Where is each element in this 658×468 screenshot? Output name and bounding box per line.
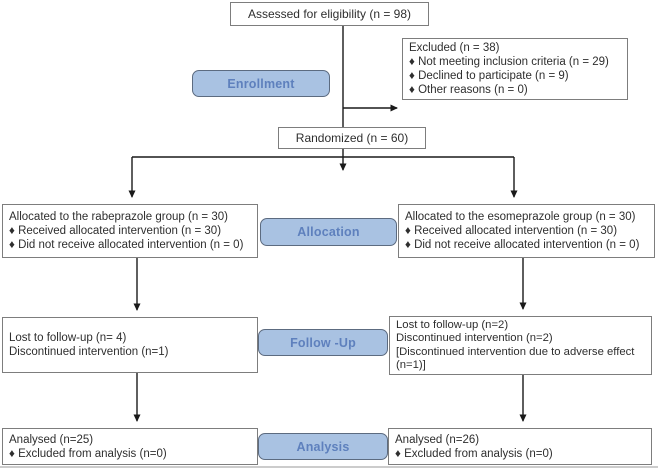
allocation-left-box: Allocated to the rabeprazole group (n = … xyxy=(2,204,258,258)
analysis-right-box: Analysed (n=26) ♦ Excluded from analysis… xyxy=(388,428,652,465)
stage-label-followup: Follow -Up xyxy=(258,329,388,356)
followup-left-box: Lost to follow-up (n= 4) Discontinued in… xyxy=(2,317,258,373)
analysis-left-box: Analysed (n=25) ♦ Excluded from analysis… xyxy=(2,428,258,465)
allocation-right-title: Allocated to the esomeprazole group (n =… xyxy=(405,211,636,223)
randomized-text: Randomized (n = 60) xyxy=(295,131,409,145)
followup-right-line-3: [Discontinued intervention due to advers… xyxy=(396,345,635,358)
excluded-title: Excluded (n = 38) xyxy=(409,42,500,54)
followup-right-box: Lost to follow-up (n=2) Discontinued int… xyxy=(389,316,652,375)
followup-right-line-2: Discontinued intervention (n=2) xyxy=(396,332,553,344)
followup-left-line-1: Lost to follow-up (n= 4) xyxy=(9,332,127,344)
allocation-right-item-2: ♦ Did not receive allocated intervention… xyxy=(405,239,640,251)
assessed-eligibility-text: Assessed for eligibility (n = 98) xyxy=(247,7,412,21)
stage-label-followup-text: Follow -Up xyxy=(290,335,356,350)
analysis-left-line-1: Analysed (n=25) xyxy=(9,433,94,446)
analysis-right-line-2: ♦ Excluded from analysis (n=0) xyxy=(395,447,553,460)
followup-right-line-1: Lost to follow-up (n=2) xyxy=(396,318,509,331)
allocation-right-box: Allocated to the esomeprazole group (n =… xyxy=(398,204,655,258)
allocation-left-item-2: ♦ Did not receive allocated intervention… xyxy=(9,239,244,251)
excluded-item-1: ♦ Not meeting inclusion criteria (n = 29… xyxy=(409,56,609,68)
followup-right-line-4: (n=1)] xyxy=(396,359,426,371)
followup-left-line-2: Discontinued intervention (n=1) xyxy=(9,346,169,358)
figure-bottom-rule xyxy=(0,466,658,468)
stage-label-allocation-text: Allocation xyxy=(297,225,360,239)
excluded-box: Excluded (n = 38) ♦ Not meeting inclusio… xyxy=(402,38,628,100)
stage-label-allocation: Allocation xyxy=(260,218,397,246)
allocation-left-title: Allocated to the rabeprazole group (n = … xyxy=(9,211,228,223)
randomized-box: Randomized (n = 60) xyxy=(278,127,426,149)
excluded-item-2: ♦ Declined to participate (n = 9) xyxy=(409,70,569,82)
excluded-item-3: ♦ Other reasons (n = 0) xyxy=(409,84,528,96)
stage-label-analysis-text: Analysis xyxy=(296,439,350,454)
stage-label-enrollment-text: Enrollment xyxy=(227,76,295,91)
allocation-right-item-1: ♦ Received allocated intervention (n = 3… xyxy=(405,225,618,237)
stage-label-analysis: Analysis xyxy=(258,433,388,460)
allocation-left-item-1: ♦ Received allocated intervention (n = 3… xyxy=(9,225,222,237)
analysis-right-line-1: Analysed (n=26) xyxy=(395,433,480,446)
stage-label-enrollment: Enrollment xyxy=(192,70,330,97)
assessed-eligibility-box: Assessed for eligibility (n = 98) xyxy=(230,2,429,26)
analysis-left-line-2: ♦ Excluded from analysis (n=0) xyxy=(9,447,167,460)
